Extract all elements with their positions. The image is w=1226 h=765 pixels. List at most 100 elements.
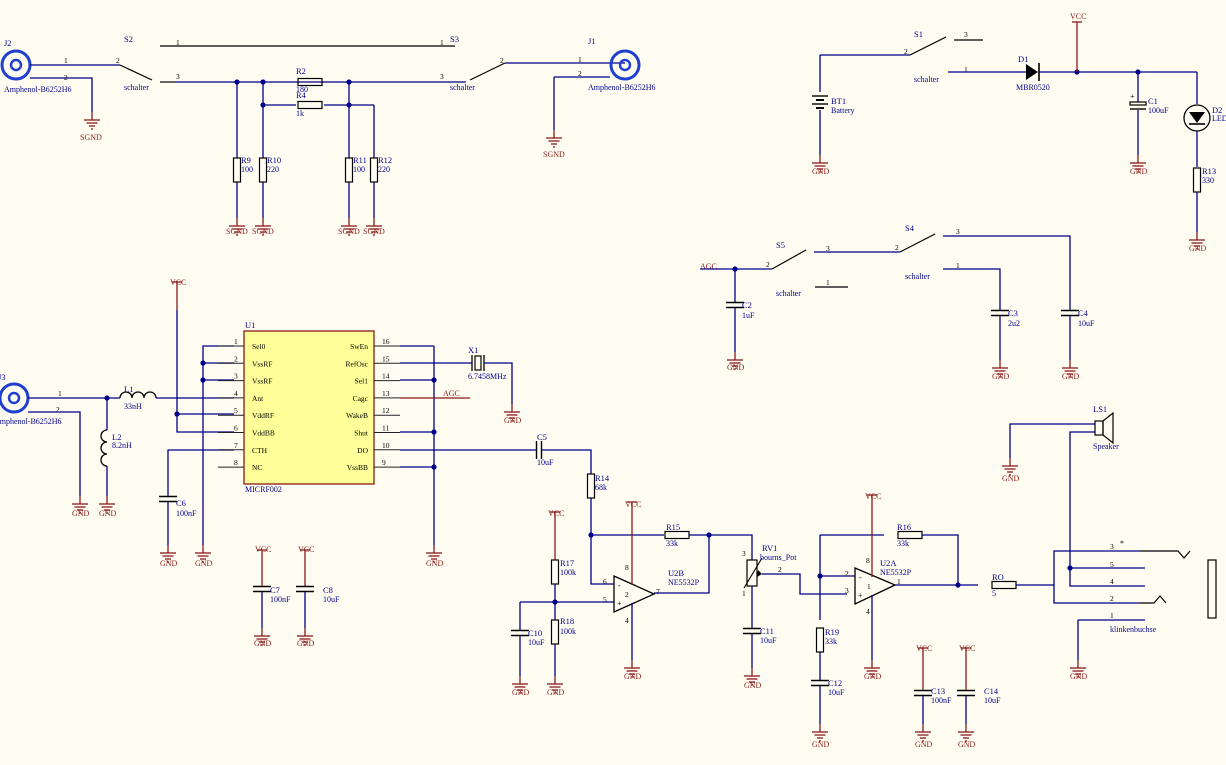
vcc-label-c8: VCC [298,545,314,554]
resistor-r14: R14 68k [586,473,610,499]
c11-ref: C11 [760,626,774,636]
resistor-r17: R17 100k [550,558,576,585]
u1-ref: U1 [245,320,255,330]
vcc-label-u1: VCC [170,278,186,287]
u2b-pin5: 5 [603,595,607,604]
r4-value: 1k [296,109,304,118]
capacitor-c5: C5 10uF [535,432,554,467]
u2a-pin1: 1 [897,577,901,586]
diode-d1: D1 MBR0520 [1016,54,1050,92]
u1-pin-8: 8NC [218,458,262,472]
u2b-plus: + [617,599,622,608]
inductor-l1: L1 33nH [119,384,157,411]
sgnd-label-r10: SGND [252,227,274,236]
c14-ref: C14 [984,686,999,696]
u1-pin-number: 3 [234,372,238,381]
j2-ref: J2 [4,38,12,48]
u1-pin-name: Ant [252,394,264,403]
sgnd-label-r9: SGND [226,227,248,236]
r17-ref: R17 [560,558,574,568]
u1-pin-number: 15 [382,354,390,363]
u1-pin-name: VddBB [252,429,275,438]
s3-pin3: 3 [440,72,444,81]
s4-ref: S4 [905,223,915,233]
r11-ref: R11 [353,155,367,165]
resistor-r2: R2 180 [296,66,323,94]
s2-pin3: 3 [176,72,180,81]
u1-pin-number: 14 [382,372,390,381]
u2b-minus: - [618,581,621,590]
gnd-label-ls1: GND [1002,474,1020,483]
jack-pin5: 5 [1110,560,1114,569]
u1-pin-name: VssRF [252,359,272,368]
u1-pin-name: WakeB [346,411,368,420]
r13-value: 330 [1202,176,1214,185]
c8-ref: C8 [323,585,333,595]
s4-pin2: 2 [895,243,899,252]
r15-ref: R15 [666,522,680,532]
r16-ref: R16 [897,522,911,532]
vcc-label-u2a: VCC [865,492,881,501]
gnd-label-c12: GND [812,740,830,749]
gnd-label-c6: GND [160,559,178,568]
vcc-label-c14: VCC [959,644,975,653]
s4-value: schalter [905,272,930,281]
sgnd-label-r11: SGND [338,227,360,236]
r4-ref: R4 [296,90,307,100]
j2-value: Amphenol-B6252H6 [4,85,72,94]
gnd-label-u1-vss: GND [195,559,213,568]
s5-ref: S5 [776,240,785,250]
jack-pin3: 3 [1110,542,1114,551]
s2-value: schalter [124,83,149,92]
c2-ref: C2 [742,300,752,310]
r16-value: 33k [897,539,909,548]
resistor-r4: R4 1k [296,90,323,118]
j3-ref: J3 [0,372,6,382]
connector-j1: J1 Amphenol-B6252H6 1 2 [578,36,656,92]
d1-value: MBR0520 [1016,83,1050,92]
capacitor-c10: C10 10uF [510,628,545,676]
rv1-value: bourns_Pot [760,553,797,562]
u2b-pin4: 4 [625,616,629,625]
u2a-pin3: 3 [845,586,849,595]
j1-pin1: 1 [578,55,582,64]
gnd-label-c10: GND [512,688,530,697]
j1-ref: J1 [588,36,596,46]
c7-value: 100nF [270,595,291,604]
u1-pin-name: Cagc [353,394,369,403]
resistor-r16: R16 33k [897,522,923,548]
l2-ref: L2 [112,432,121,442]
rv1-pin3: 3 [742,549,746,558]
r15-value: 33k [666,539,678,548]
s1-pin3: 3 [964,30,968,39]
gnd-label-r18: GND [547,688,565,697]
c11-value: 10uF [760,636,777,645]
s3-pin2: 2 [500,56,504,65]
vcc-label-r17: VCC [548,509,564,518]
c6-value: 100nF [176,509,197,518]
jack-pin4: 4 [1110,577,1114,586]
u1-pin-number: 10 [382,441,390,450]
c12-ref: C12 [828,678,842,688]
gnd-label-c2: GND [727,363,745,372]
u2a-pin2: 2 [845,569,849,578]
j1-pin2: 2 [578,69,582,78]
d2-value: LED [1212,114,1226,123]
u2b-pin6: 6 [603,577,607,586]
s5-pin1: 1 [826,278,830,287]
j3-value: Amphenol-B6252H6 [0,417,62,426]
vcc-label-c7: VCC [255,545,271,554]
r10-value: 220 [267,165,279,174]
u2b-unit: 2 [625,590,629,599]
ls1-value: Speaker [1093,442,1119,451]
capacitor-c14: VCC GND C14 10uF [956,644,1001,749]
switch-s2: S2 schalter 2 3 [116,34,180,92]
c10-ref: C10 [528,628,542,638]
gnd-label-c13: GND [915,740,933,749]
resistor-r12: R12 220 [369,155,392,183]
